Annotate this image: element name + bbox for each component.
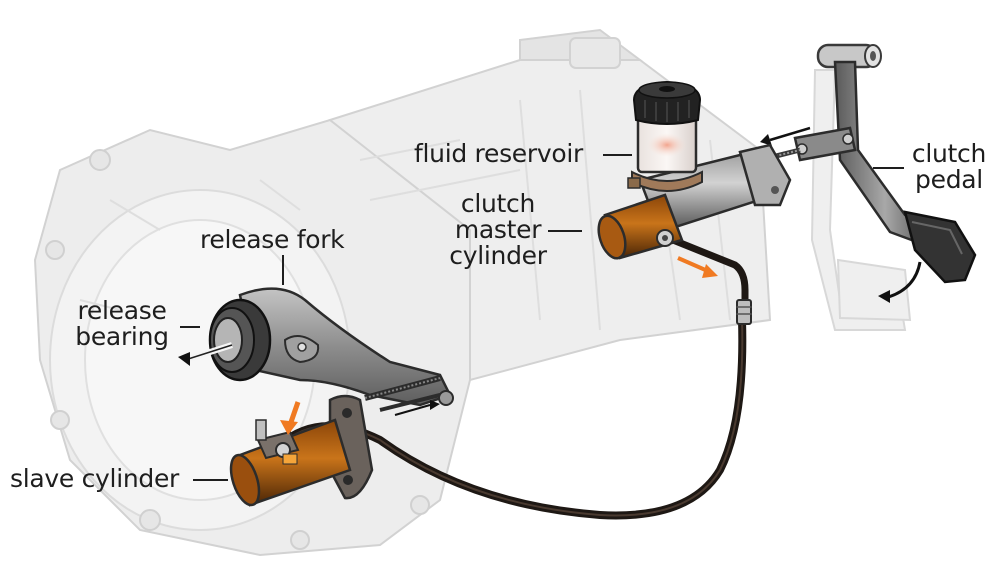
- clutch-pedal: [759, 43, 977, 303]
- label-clutch-pedal: clutch pedal: [911, 139, 987, 194]
- label-slave-cylinder: slave cylinder: [10, 464, 180, 493]
- label-release-bearing: release bearing: [75, 296, 169, 351]
- clutch-master-cylinder: [597, 143, 792, 278]
- label-fluid-reservoir: fluid reservoir: [414, 139, 583, 168]
- slave-cylinder: [229, 394, 374, 507]
- clutch-pedal-ghost: [810, 69, 912, 331]
- release-bearing: [178, 298, 272, 382]
- release-fork: [238, 287, 454, 416]
- leader-lines: [180, 154, 904, 481]
- fluid-reservoir: [627, 80, 703, 192]
- label-clutch-master-cylinder: clutch master cylinder: [449, 189, 547, 270]
- label-release-fork: release fork: [200, 225, 345, 254]
